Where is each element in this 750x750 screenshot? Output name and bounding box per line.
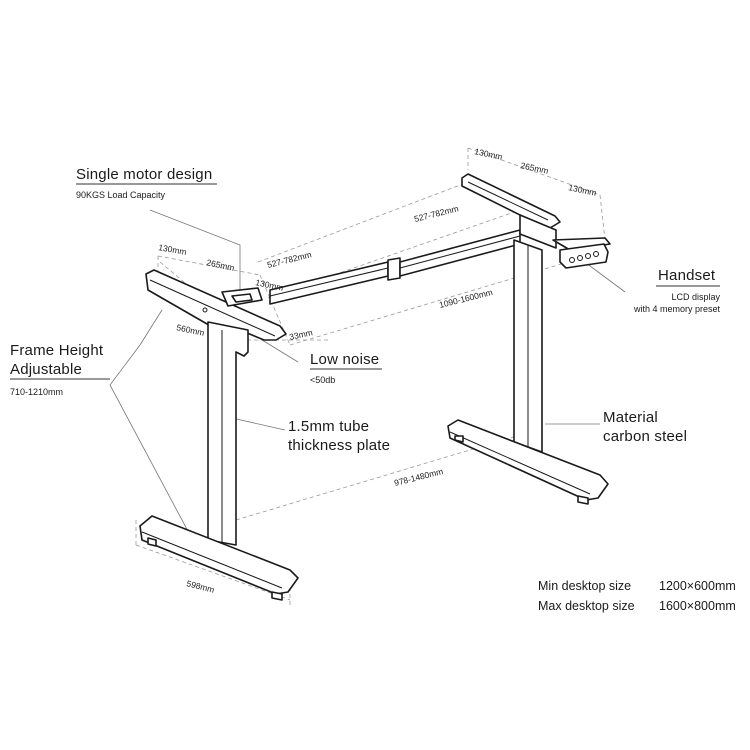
tube-title-2: thickness plate [288,437,391,454]
dim-depth-560: 560mm [176,322,206,338]
dim-left-bracket-265: 265mm [206,257,236,273]
title-underlines [10,183,720,380]
top-beam [269,229,521,305]
left-foot [139,515,299,601]
frame-height-title-2: Adjustable [10,361,83,378]
low-noise-title: Low noise [310,351,380,368]
single-motor-title: Single motor design [76,166,213,183]
min-desktop-value: 1200×600mm [659,579,736,593]
dim-right-bracket-265: 265mm [520,160,550,176]
dim-right-bracket-130: 130mm [474,146,504,162]
dim-right-beam: 527-782mm [413,203,459,224]
frame-height-title-1: Frame Height [10,342,104,359]
handset-title: Handset [658,267,716,284]
dim-width-frame: 1090-1600mm [438,287,494,310]
min-desktop-label: Min desktop size [538,579,632,593]
material-title-2: carbon steel [603,428,688,445]
right-column [513,239,543,453]
handset-sub-2: with 4 memory preset [633,304,720,314]
tube-title-1: 1.5mm tube [288,418,370,435]
material-title-1: Material [603,409,658,426]
dim-left-bracket-130: 130mm [158,242,188,257]
leader-lines [109,209,626,536]
frame-height-sub: 710-1210mm [10,387,64,397]
right-foot [447,419,609,505]
left-bracket [145,269,287,341]
dim-feet-span: 978-1480mm [393,466,444,488]
dim-right-bracket-130b: 130mm [568,182,598,198]
dim-depth-33: 33mm [288,327,313,342]
handset [552,237,611,269]
dim-left-beam: 527-782mm [266,249,312,270]
left-column [207,321,249,546]
single-motor-sub: 90KGS Load Capacity [76,190,166,200]
dim-foot-length: 598mm [186,578,216,595]
max-desktop-value: 1600×800mm [659,599,736,613]
max-desktop-label: Max desktop size [538,599,635,613]
low-noise-sub: <50db [310,375,336,385]
right-bracket [461,173,561,249]
handset-sub-1: LCD display [671,292,720,302]
